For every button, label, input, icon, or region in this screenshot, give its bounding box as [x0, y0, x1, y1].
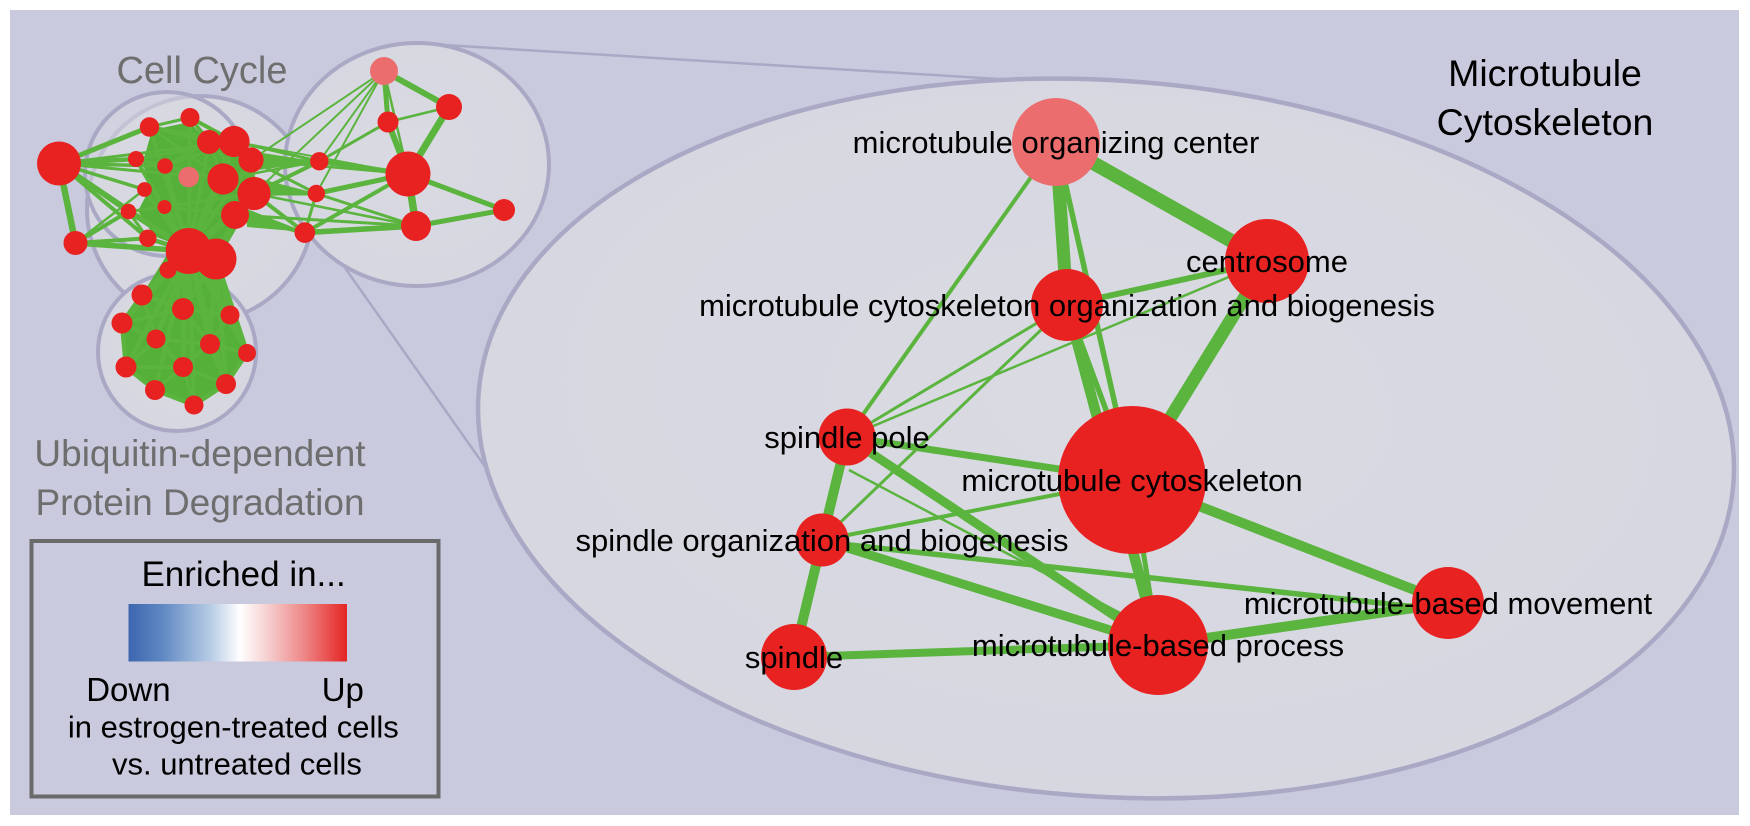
svg-text:Up: Up	[322, 671, 364, 708]
svg-text:Cytoskeleton: Cytoskeleton	[1437, 101, 1654, 143]
svg-text:Ubiquitin-dependent: Ubiquitin-dependent	[34, 433, 366, 474]
svg-text:microtubule cytoskeleton organ: microtubule cytoskeleton organization an…	[699, 288, 1435, 323]
svg-text:centrosome: centrosome	[1186, 244, 1348, 279]
svg-text:Protein Degradation: Protein Degradation	[35, 482, 364, 523]
svg-text:Enriched in...: Enriched in...	[141, 555, 345, 594]
svg-text:spindle pole: spindle pole	[764, 420, 929, 455]
svg-text:microtubule cytoskeleton: microtubule cytoskeleton	[961, 463, 1302, 498]
svg-text:microtubule-based movement: microtubule-based movement	[1244, 586, 1653, 621]
svg-text:Cell Cycle: Cell Cycle	[116, 50, 287, 92]
svg-text:spindle organization and bioge: spindle organization and biogenesis	[576, 523, 1069, 558]
svg-text:Microtubule: Microtubule	[1448, 52, 1642, 94]
svg-text:Down: Down	[86, 671, 170, 708]
svg-text:microtubule-based process: microtubule-based process	[972, 628, 1344, 663]
svg-text:microtubule organizing center: microtubule organizing center	[853, 125, 1260, 160]
svg-text:vs. untreated cells: vs. untreated cells	[112, 747, 362, 782]
svg-text:spindle: spindle	[745, 640, 843, 675]
svg-text:in estrogen-treated cells: in estrogen-treated cells	[68, 710, 399, 745]
